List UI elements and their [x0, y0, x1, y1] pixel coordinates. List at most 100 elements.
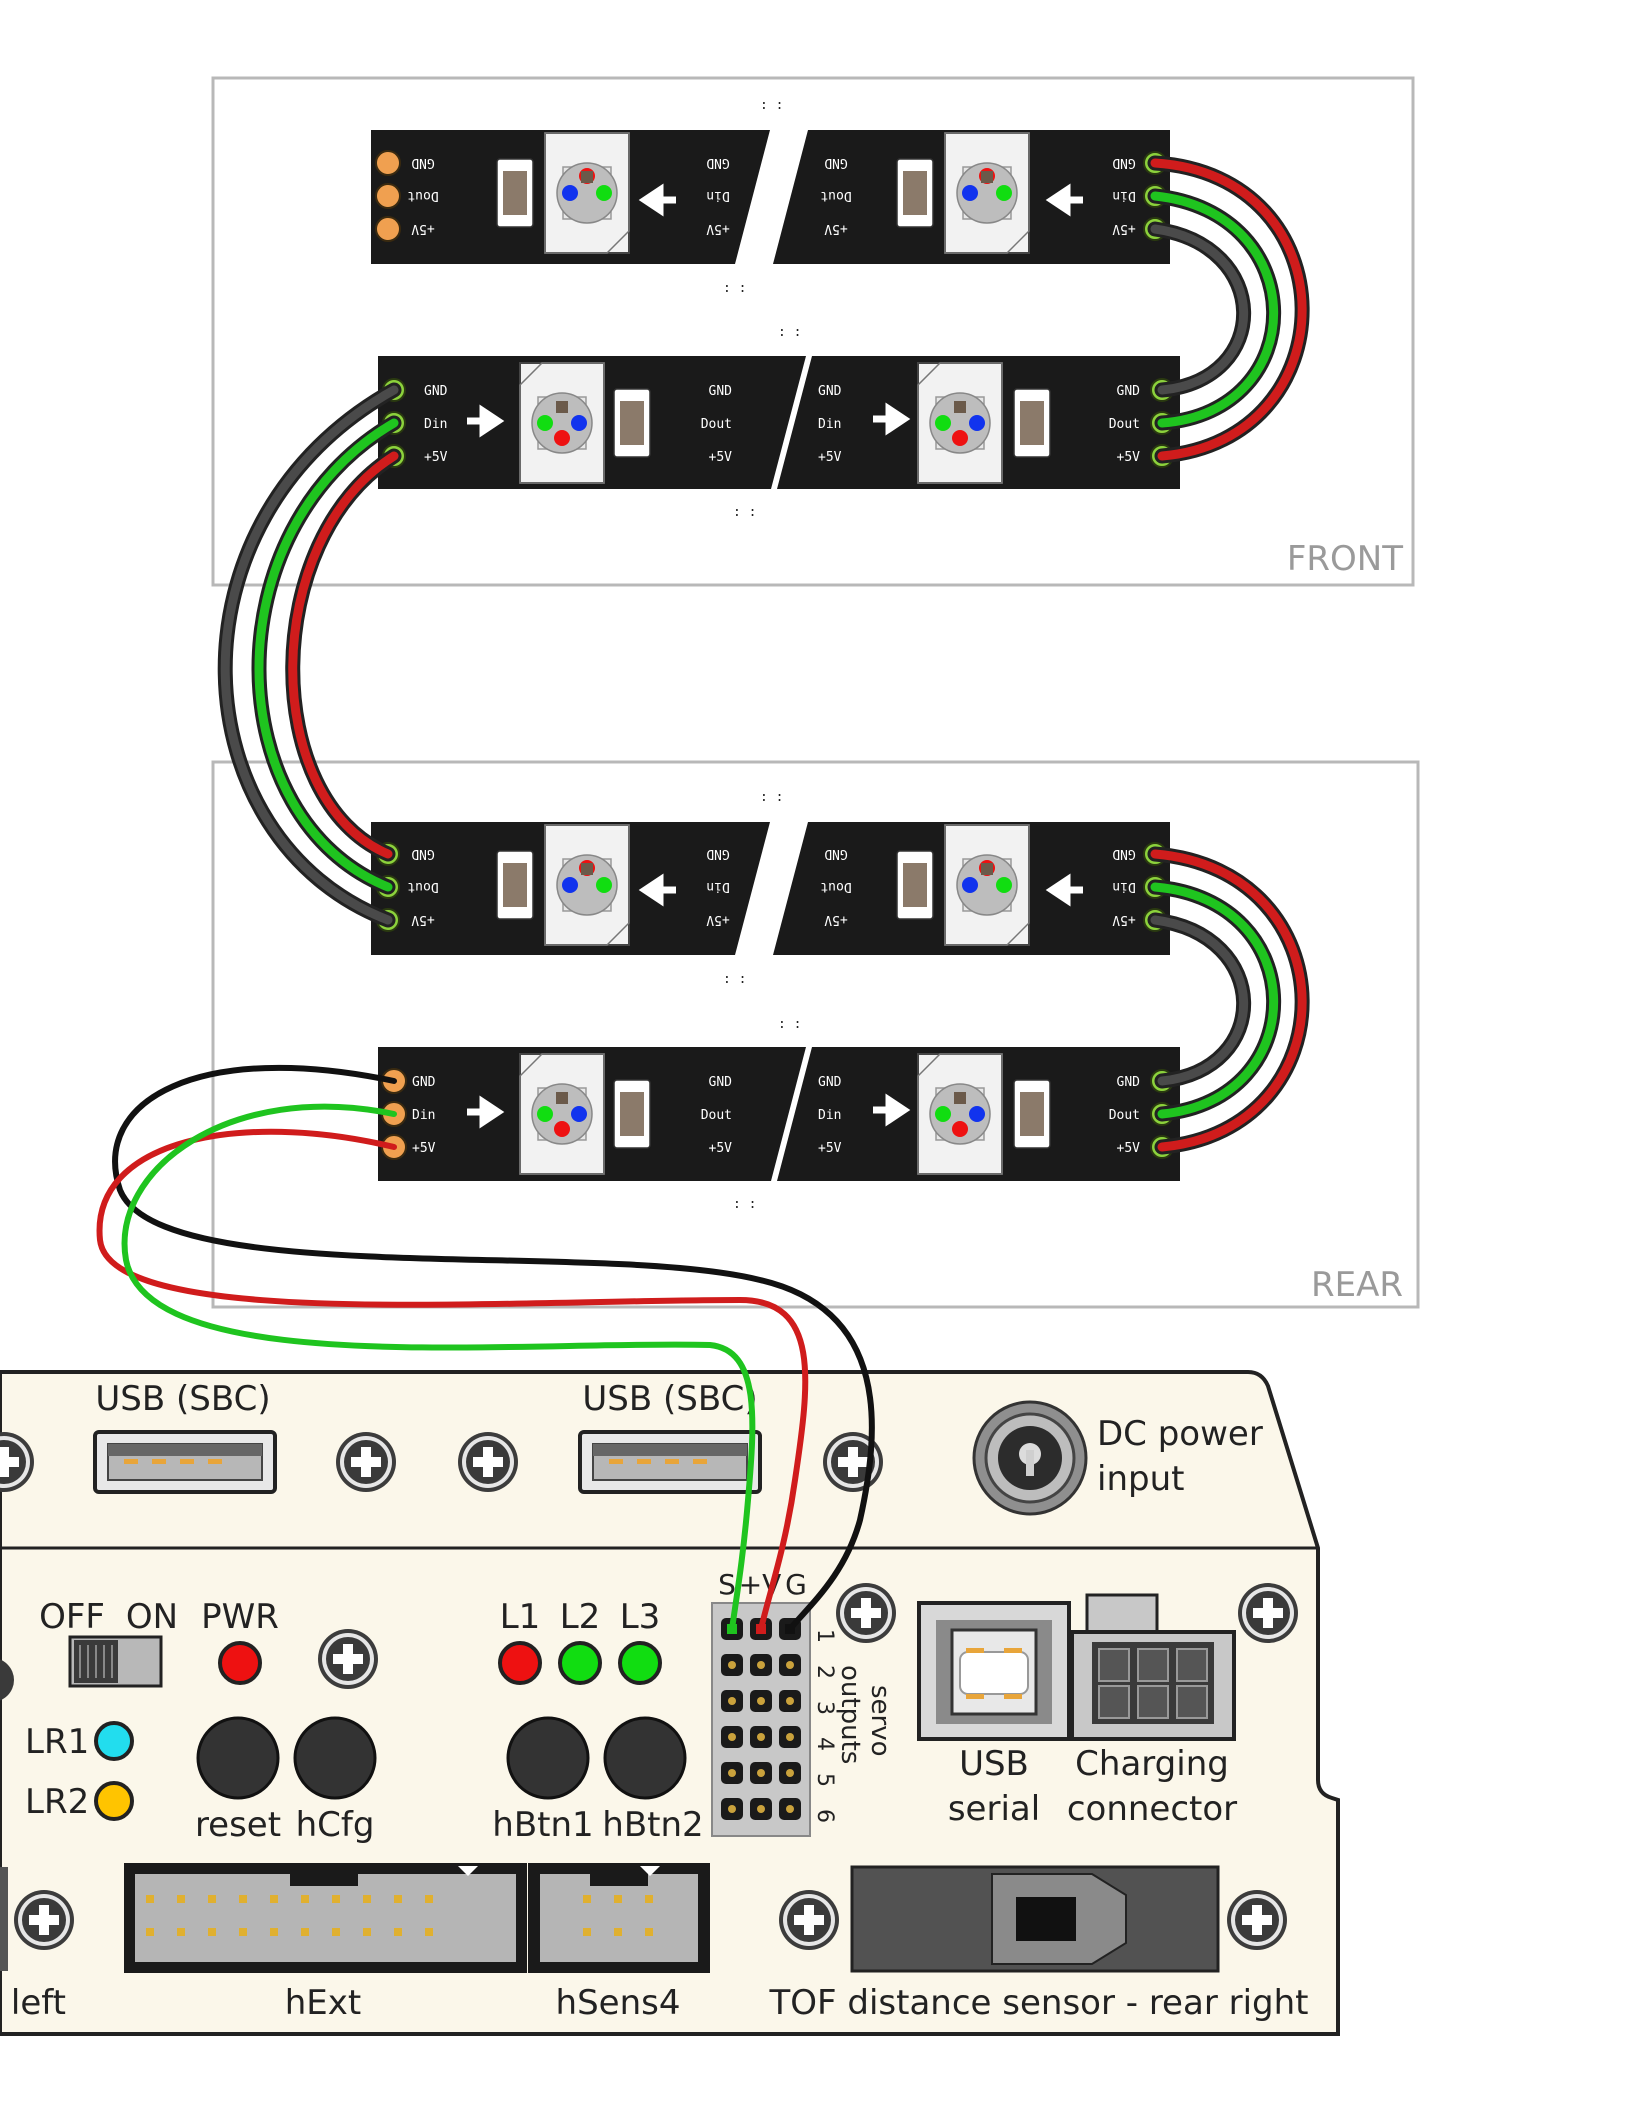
rear-left-label: r left	[0, 1983, 66, 2023]
connector-pin	[583, 1928, 591, 1936]
charging-connector[interactable]	[1070, 1593, 1236, 1741]
usb-serial-label-1: USB	[959, 1744, 1029, 1784]
svg-text:: :: : :	[760, 790, 783, 805]
pwr-label: PWR	[201, 1597, 279, 1637]
connector-pin	[301, 1928, 309, 1936]
connector-pin	[645, 1928, 653, 1936]
svg-text:: :: : :	[733, 505, 756, 520]
power-switch[interactable]	[68, 1635, 163, 1688]
svg-text:GND: GND	[411, 846, 435, 861]
lr2-label: LR2	[25, 1782, 89, 1822]
svg-text:+5V: +5V	[824, 221, 848, 236]
hbtn2-button[interactable]	[603, 1716, 687, 1800]
dc-power-jack[interactable]	[972, 1400, 1088, 1516]
connector-pin	[146, 1895, 154, 1903]
controller-board: USB (SBC) USB (SBC) DC power i	[0, 1370, 1340, 2036]
svg-text:+5V: +5V	[818, 1141, 842, 1156]
svg-text:Din: Din	[818, 417, 841, 432]
svg-text:GND: GND	[1112, 155, 1136, 170]
l1-label: L1	[500, 1597, 541, 1637]
led-strip-rear-bottom: : : : : GND Din +5V GND Dout +5V GND Din…	[378, 1017, 1180, 1212]
l1-led	[498, 1641, 542, 1685]
connector-pin	[332, 1928, 340, 1936]
svg-text:+5V: +5V	[1117, 1141, 1141, 1156]
hbtn1-button[interactable]	[506, 1716, 590, 1800]
usb-sbc-2-label: USB (SBC)	[582, 1379, 757, 1419]
connector-pin	[239, 1895, 247, 1903]
svg-text:GND: GND	[706, 155, 730, 170]
l3-led	[618, 1641, 662, 1685]
svg-text:+5V: +5V	[411, 221, 435, 236]
svg-text:Din: Din	[1112, 879, 1135, 894]
reset-button[interactable]	[196, 1716, 280, 1800]
wire-red-front-to-rear	[288, 451, 399, 859]
tof-label: TOF distance sensor - rear right	[769, 1983, 1309, 2023]
svg-text:GND: GND	[818, 384, 842, 399]
usb-sbc-1-label: USB (SBC)	[95, 1379, 270, 1419]
hext-connector[interactable]	[124, 1863, 527, 1973]
charging-label-1: Charging	[1075, 1744, 1229, 1784]
usb-sbc-port-2[interactable]	[578, 1430, 762, 1494]
connector-pin	[270, 1895, 278, 1903]
wire-red-rear-right	[1150, 849, 1307, 1152]
svg-text:Dout: Dout	[1109, 417, 1140, 432]
wire-green-rear-right	[1150, 882, 1279, 1119]
hsens4-connector[interactable]	[528, 1863, 710, 1973]
svg-text:+5V: +5V	[706, 221, 730, 236]
svg-text:GND: GND	[709, 384, 733, 399]
dc-input-label: input	[1097, 1459, 1184, 1499]
usb-sbc-port-1[interactable]	[93, 1430, 277, 1494]
connector-pin	[614, 1895, 622, 1903]
connector-pin	[270, 1928, 278, 1936]
connector-pin	[425, 1895, 433, 1903]
svg-text:Dout: Dout	[407, 188, 438, 203]
connector-pin	[177, 1928, 185, 1936]
screw-icon	[1227, 1890, 1287, 1950]
svg-text:: :: : :	[778, 1017, 801, 1032]
front-area-box	[211, 76, 1415, 587]
svg-text:+5V: +5V	[818, 450, 842, 465]
l3-label: L3	[620, 1597, 661, 1637]
charging-label-2: connector	[1067, 1789, 1237, 1829]
off-label: OFF	[39, 1597, 105, 1637]
svg-text:+5V: +5V	[1112, 221, 1136, 236]
svg-text:Din: Din	[706, 188, 729, 203]
lr1-led	[94, 1721, 134, 1761]
screw-icon	[779, 1890, 839, 1950]
servo-outputs-header[interactable]	[711, 1602, 811, 1837]
hcfg-button[interactable]	[293, 1716, 377, 1800]
outputs-label: outputs	[835, 1665, 865, 1764]
connector-pin	[394, 1928, 402, 1936]
rear-area-box	[211, 760, 1420, 1309]
connector-pin	[177, 1895, 185, 1903]
svg-text:Dout: Dout	[701, 417, 732, 432]
svg-text:Dout: Dout	[820, 879, 851, 894]
pwr-led	[218, 1641, 262, 1685]
connector-pin	[301, 1895, 309, 1903]
svg-text:: :: : :	[723, 281, 746, 296]
servo-g-label: G	[785, 1568, 807, 1601]
wire-black-to-servo	[112, 1064, 875, 1632]
servo-num-2: 2	[812, 1665, 837, 1679]
hext-label: hExt	[285, 1983, 361, 2023]
screw-icon	[318, 1629, 378, 1689]
dc-power-label: DC power	[1097, 1414, 1263, 1454]
svg-text:GND: GND	[706, 846, 730, 861]
svg-text:+5V: +5V	[1112, 912, 1136, 927]
svg-text:+5V: +5V	[709, 450, 733, 465]
hbtn1-label: hBtn1	[492, 1805, 593, 1845]
wire-black-front-to-rear	[220, 385, 399, 925]
connector-pin	[363, 1928, 371, 1936]
svg-text:+5V: +5V	[709, 1141, 733, 1156]
led-strip-front-bottom: : : : : GND Din +5V GND Dout +5V GND Din…	[378, 325, 1180, 520]
usb-serial-port[interactable]	[917, 1601, 1071, 1741]
svg-text:GND: GND	[424, 384, 448, 399]
front-area-label: FRONT	[1287, 539, 1403, 579]
connector-pin	[146, 1928, 154, 1936]
wire-black-front-right	[1150, 224, 1249, 395]
screw-icon	[0, 1659, 14, 1701]
svg-text:Din: Din	[424, 417, 447, 432]
